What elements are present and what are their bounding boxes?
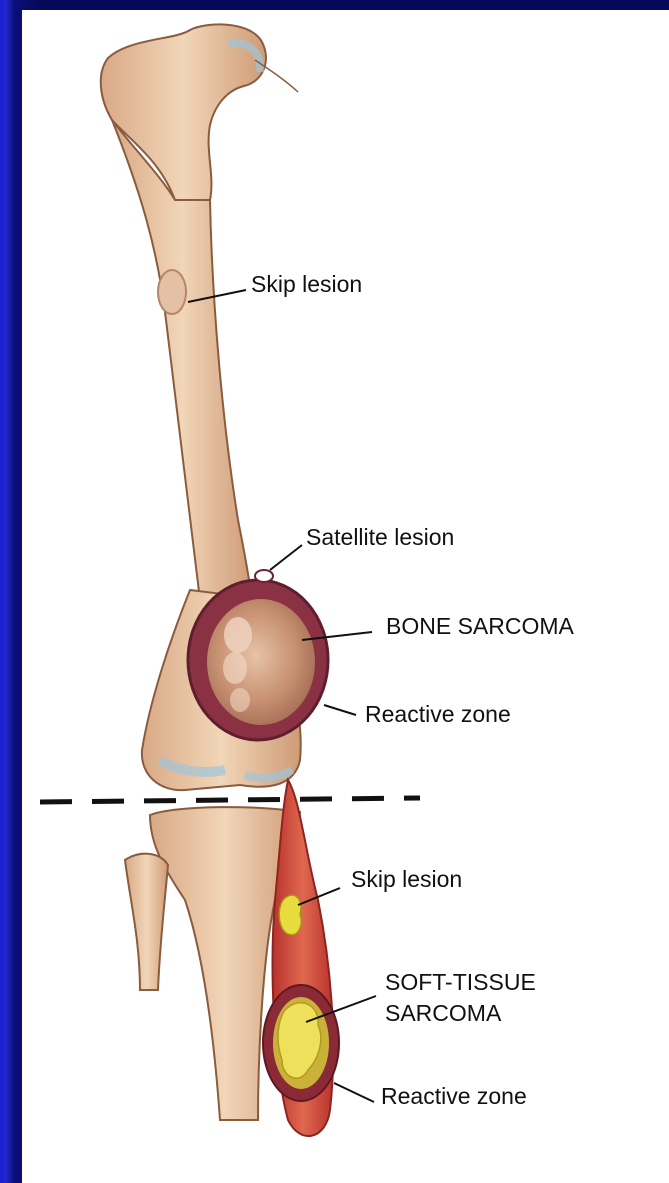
label-satellite-lesion: Satellite lesion [306,524,454,551]
leader-satellite [270,545,302,570]
label-soft-tissue-line1: SOFT-TISSUE [385,969,536,996]
femur-head [101,24,298,200]
satellite-lesion [255,570,273,582]
label-bone-sarcoma: BONE SARCOMA [386,613,574,640]
soft-tissue-sarcoma [263,985,339,1101]
bone-tumor [207,599,315,725]
soft-tissue-skip-lesion [279,895,301,935]
label-skip-lesion-soft: Skip lesion [351,866,462,893]
leader-reactive-soft [334,1083,374,1102]
label-soft-tissue-line2: SARCOMA [385,1000,501,1027]
label-reactive-zone-soft: Reactive zone [381,1083,527,1110]
femur-skip-lesion [158,270,186,314]
label-skip-lesion-femur: Skip lesion [251,271,362,298]
leader-reactive-bone [324,705,356,715]
resection-line [40,798,420,802]
label-reactive-zone-bone: Reactive zone [365,701,511,728]
fibula [125,854,168,990]
